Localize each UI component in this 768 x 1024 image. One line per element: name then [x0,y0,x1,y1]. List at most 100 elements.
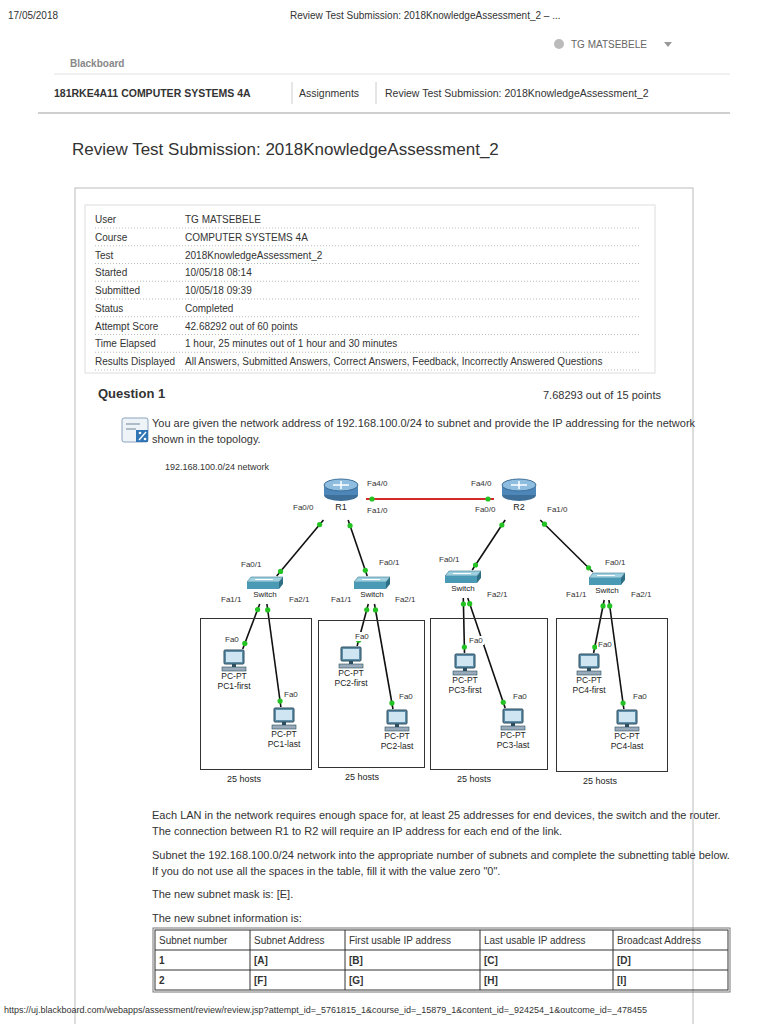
device-label: PC-PT [204,672,264,682]
link-status-dot [485,496,490,501]
question-text: You are given the network address of 192… [152,416,712,448]
router-node: R1 [316,478,366,520]
ethernet-link [277,520,324,576]
info-key: Time Elapsed [95,337,156,352]
table-cell: [D] [617,954,631,969]
question-icon [139,432,146,440]
subnet-table-grid [250,930,251,990]
port-label: Fa0 [468,636,484,645]
interface-label: Fa2/1 [486,590,508,599]
header-bar [292,82,293,104]
header-bar [554,39,564,49]
brand-name: Blackboard [70,57,124,72]
link-line [277,520,324,576]
device-label: PC-PT [559,676,619,686]
row-separator [95,228,640,229]
subnet-table-grid [153,928,730,992]
row-separator [95,334,640,335]
row-separator [95,228,640,370]
info-key: User [95,213,116,228]
info-key: Results Displayed [95,355,175,370]
subnet-table-grid [155,970,728,971]
interface-label: Fa2/1 [630,590,652,599]
pc-icon [384,709,410,732]
interface-label: Fa4/0 [366,479,388,488]
info-key: Test [95,249,113,264]
table-cell: 1 [159,954,165,969]
device-label: PC4-last [597,742,657,752]
link-status-dot [473,562,478,567]
pc-icon [452,653,478,676]
lan-box: 25 hostsPC-PTPC2-firstPC-PTPC2-last [318,620,425,768]
ethernet-link [540,520,593,572]
pc-node: PC-PTPC2-last [367,709,427,755]
pc-node: PC-PTPC4-last [597,709,657,755]
table-header: Subnet number [159,934,227,949]
subnet-table-grid [153,928,730,992]
interface-label: Fa0/0 [474,505,496,514]
page-url: https://uj.blackboard.com/webapps/assess… [4,1004,647,1017]
table-cell: [B] [349,954,363,969]
pc-node: PC-PTPC4-first [559,653,619,699]
router-node: R2 [494,478,544,520]
table-cell: [H] [484,974,498,989]
port-label: Fa0 [224,635,240,644]
device-label: PC-PT [254,730,314,740]
pc-node: PC-PTPC1-last [254,707,314,753]
table-header: Subnet Address [254,934,325,949]
link-line [267,604,281,707]
device-label: PC1-last [254,740,314,750]
row-separator [95,245,640,246]
link-line [243,604,260,649]
row-separator [95,316,640,317]
table-header: Broadcast Address [617,934,701,949]
link-status-dot [347,523,352,528]
crumb-link: Assignments [299,86,359,101]
course-crumb: 181RKE4A11 COMPUTER SYSTEMS 4A [54,86,251,101]
instruction-text: The new subnet mask is: [E]. [152,887,293,903]
device-label: PC2-last [367,742,427,752]
switch-icon [354,576,390,590]
subnet-table-grid [480,930,481,990]
port-label: Fa0 [632,692,648,701]
table-cell: [G] [349,974,363,989]
interface-label: Fa1/0 [366,506,388,515]
user-name: TG MATSEBELE [571,38,647,53]
port-label: Fa0 [354,632,370,641]
info-value: 10/05/18 08:14 [185,266,252,281]
pc-icon [221,649,247,672]
device-label: Switch [441,584,485,593]
content-card [85,205,655,373]
link-status-dot [499,522,504,527]
link-status-dot [542,522,547,527]
switch-node: Switch [243,576,287,604]
info-value: 10/05/18 09:39 [185,284,252,299]
question-icon [139,432,142,435]
table-cell: 2 [159,974,165,989]
header-bar [38,39,730,113]
link-status-dot [607,603,612,608]
crumb-current: Review Test Submission: 2018KnowledgeAss… [385,86,649,101]
device-label: R2 [494,502,544,512]
row-separator [95,370,640,371]
ethernet-link [607,600,626,709]
host-count: 25 hosts [227,774,261,784]
router-link [366,496,494,501]
header-bar [54,74,730,75]
switch-node: Switch [585,572,629,600]
interface-label: Fa1/0 [546,505,568,514]
row-separator [95,352,640,353]
host-count: 25 hosts [345,772,379,782]
port-label: Fa0 [512,692,528,701]
link-status-dot [467,601,472,606]
link-status-dot [373,607,378,612]
switch-icon [589,572,625,586]
interface-label: Fa1/1 [330,595,352,604]
question-icon [122,418,148,442]
subnet-table-grid [155,950,728,951]
link-status-dot [255,607,260,612]
lan-box: 25 hostsPC-PTPC1-firstPC-PTPC1-last [200,618,312,770]
pc-icon [338,646,364,669]
router-icon [500,478,538,502]
link-status-dot [363,568,368,573]
